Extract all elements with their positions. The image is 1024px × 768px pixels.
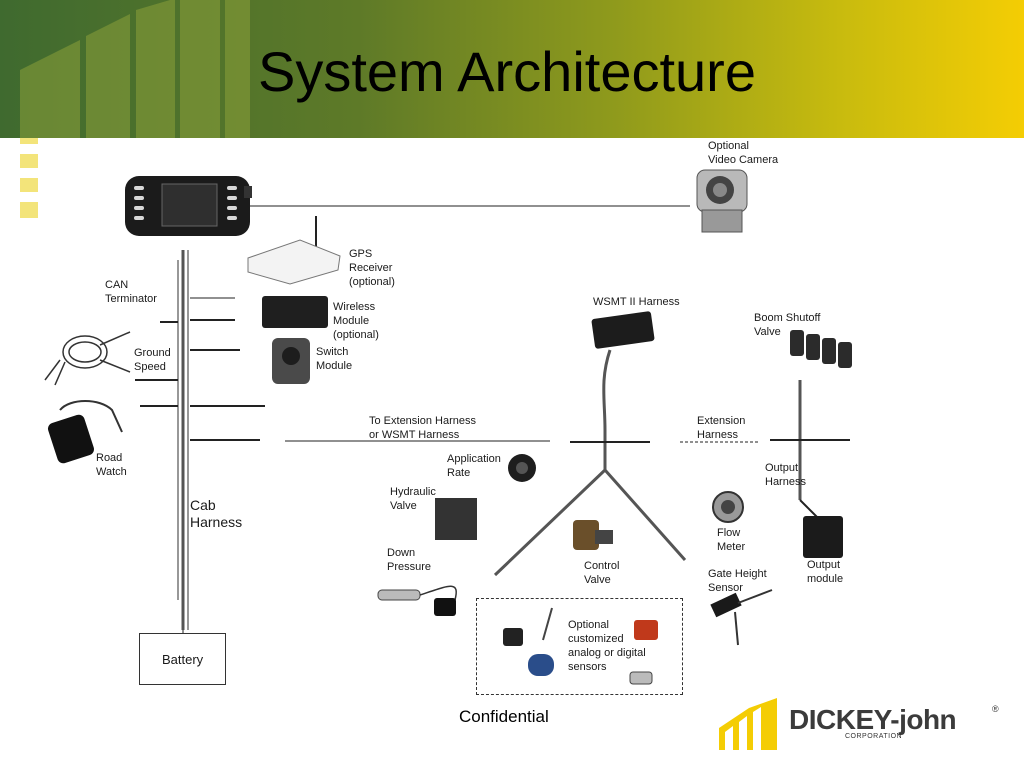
switch-module — [272, 338, 310, 384]
application-rate-sensor — [508, 454, 536, 482]
optional-sensors-box — [476, 598, 683, 695]
label-wsmt-ii-harness: WSMT II Harness — [593, 296, 680, 308]
video-camera — [696, 169, 748, 233]
battery-box — [139, 633, 226, 685]
wireless-module — [262, 296, 328, 328]
left-edge-stripes — [20, 138, 38, 218]
gate-height-sensor — [710, 589, 773, 646]
slide-title: System Architecture — [258, 40, 756, 103]
logo-registered-mark: ® — [992, 704, 999, 714]
label-battery: Battery — [162, 652, 204, 667]
gps-receiver — [247, 216, 341, 285]
footer-confidential: Confidential — [459, 707, 549, 726]
optional-sensor-images — [503, 607, 658, 685]
road-watch-sensor — [48, 400, 123, 464]
ground-speed-sensor — [44, 331, 131, 386]
header-banner: System Architecture — [0, 0, 1024, 138]
header-stripes-graphic — [20, 0, 250, 138]
wsmt-module — [591, 311, 655, 349]
control-valve — [573, 520, 613, 550]
down-pressure-sensor — [377, 585, 457, 616]
flow-meter — [712, 491, 744, 523]
logo-mark-icon — [719, 698, 777, 750]
logo-subtext: CORPORATION — [845, 733, 903, 740]
logo-wordmark: DICKEY-john — [789, 704, 957, 735]
output-module — [803, 516, 843, 558]
dickey-john-logo: DICKEY-john CORPORATION ® — [717, 694, 1017, 754]
display-console — [125, 176, 252, 236]
boom-shutoff-valves — [790, 330, 852, 368]
hydraulic-valve — [435, 498, 477, 540]
